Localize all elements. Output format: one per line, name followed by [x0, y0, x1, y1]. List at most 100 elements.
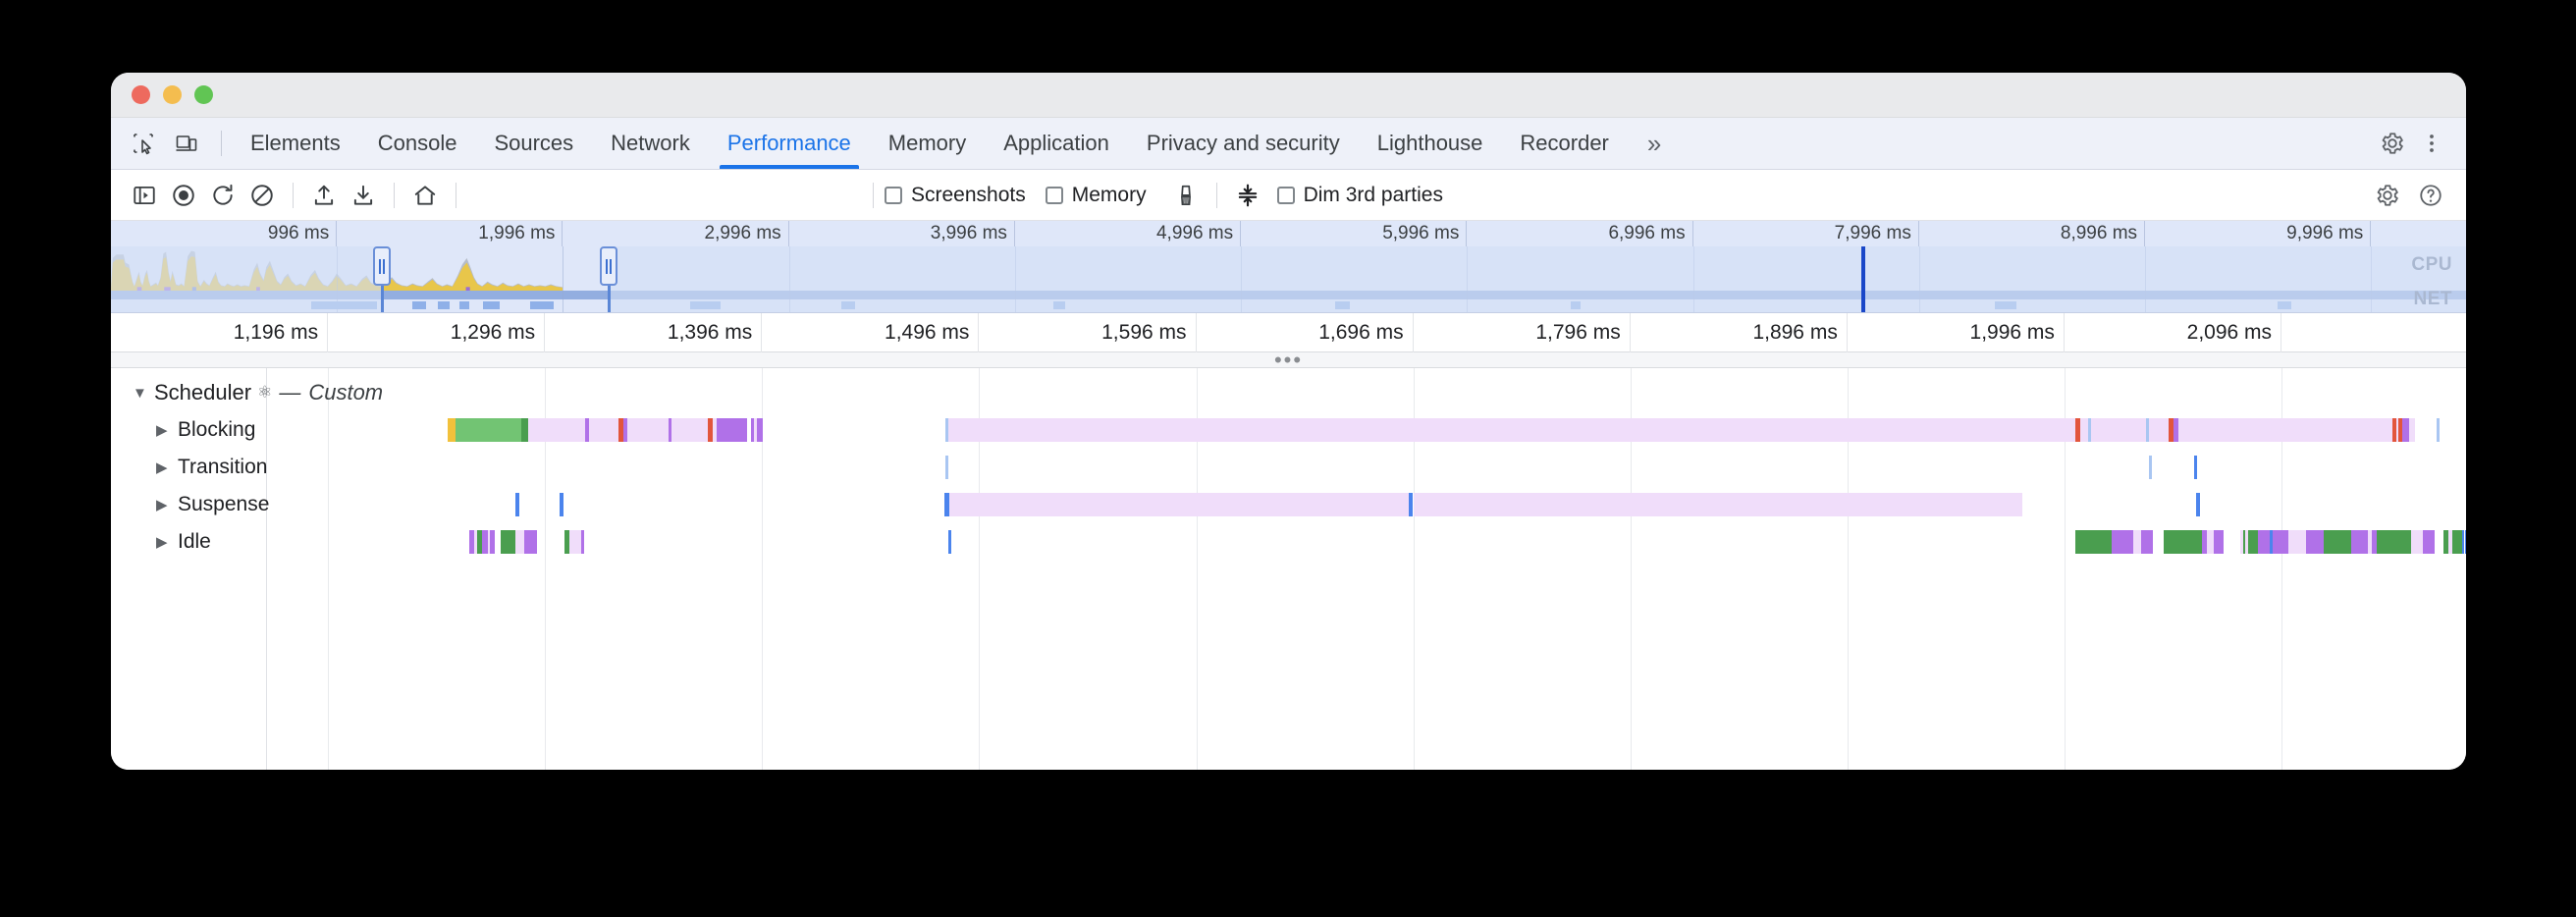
- flame-chart-bar[interactable]: [2148, 456, 2153, 479]
- flame-chart-bar[interactable]: [945, 456, 949, 479]
- tab-performance[interactable]: Performance: [709, 118, 870, 169]
- tab-sources[interactable]: Sources: [475, 118, 592, 169]
- flame-chart-bar[interactable]: [2272, 530, 2288, 554]
- flame-chart-bar[interactable]: [514, 530, 525, 554]
- tab-recorder[interactable]: Recorder: [1501, 118, 1627, 169]
- flame-chart-bar[interactable]: [580, 530, 585, 554]
- reload-and-record-icon[interactable]: [203, 177, 242, 214]
- settings-gear-icon[interactable]: [2374, 125, 2411, 162]
- flame-chart-bar[interactable]: [447, 418, 456, 442]
- tab-lighthouse[interactable]: Lighthouse: [1359, 118, 1502, 169]
- flame-chart[interactable]: ▼ Scheduler ⚛ — Custom ▶ Blocking ▶ Tran…: [111, 368, 2466, 770]
- track-group-label[interactable]: ▼ Scheduler ⚛ — Custom: [133, 374, 383, 411]
- flame-chart-bar[interactable]: [524, 530, 538, 554]
- more-tabs-icon[interactable]: »: [1628, 118, 1679, 169]
- tab-memory[interactable]: Memory: [870, 118, 985, 169]
- flame-chart-bar[interactable]: [944, 493, 950, 516]
- flame-chart-bar[interactable]: [2196, 493, 2201, 516]
- flame-chart-bar[interactable]: [2242, 530, 2246, 554]
- toggle-sidebar-icon[interactable]: [125, 177, 164, 214]
- collect-garbage-icon[interactable]: [1166, 177, 1206, 214]
- flame-chart-bar[interactable]: [627, 418, 669, 442]
- dim-3rd-parties-checkbox-box[interactable]: [1276, 186, 1295, 204]
- screenshots-checkbox-box[interactable]: [885, 186, 902, 204]
- flame-chart-bar[interactable]: [487, 530, 491, 554]
- screenshots-checkbox[interactable]: Screenshots: [885, 184, 1026, 207]
- overview-resize-handle-left[interactable]: [372, 246, 391, 286]
- flame-chart-bar[interactable]: [490, 530, 496, 554]
- flame-chart-bar[interactable]: [527, 418, 585, 442]
- flame-chart-bar[interactable]: [2448, 530, 2453, 554]
- flame-chart-bar[interactable]: [2423, 530, 2435, 554]
- track-blocking[interactable]: ▶ Blocking: [111, 411, 2466, 449]
- track-suspense-label[interactable]: ▶ Suspense: [156, 486, 269, 523]
- flame-chart-bar[interactable]: [2306, 530, 2324, 554]
- flame-chart-bar[interactable]: [2178, 418, 2392, 442]
- flame-chart-bar[interactable]: [713, 418, 717, 442]
- flame-chart-bar[interactable]: [947, 418, 2075, 442]
- flame-chart-bar[interactable]: [2214, 530, 2224, 554]
- flame-chart-bar[interactable]: [2091, 418, 2146, 442]
- close-window-button[interactable]: [132, 85, 150, 104]
- flame-chart-bar[interactable]: [515, 493, 519, 516]
- memory-checkbox-box[interactable]: [1045, 186, 1063, 204]
- flame-chart-bar[interactable]: [2088, 418, 2092, 442]
- flame-chart-bar[interactable]: [2245, 530, 2248, 554]
- device-toolbar-icon[interactable]: [168, 125, 205, 162]
- tab-network[interactable]: Network: [592, 118, 709, 169]
- flame-chart-bar[interactable]: [751, 418, 755, 442]
- overview-resize-handle-right[interactable]: [599, 246, 617, 286]
- flame-chart-bar[interactable]: [564, 530, 570, 554]
- flame-chart-bar[interactable]: [2163, 530, 2202, 554]
- flame-chart-bar[interactable]: [2398, 418, 2403, 442]
- flame-chart-bar[interactable]: [2074, 418, 2080, 442]
- flame-chart-bar[interactable]: [1408, 493, 1413, 516]
- flame-chart-bar[interactable]: [2193, 456, 2198, 479]
- collapse-tracks-icon[interactable]: [1228, 177, 1267, 214]
- flame-chart-bar[interactable]: [716, 418, 747, 442]
- load-profile-icon[interactable]: [304, 177, 344, 214]
- flame-chart-bar[interactable]: [455, 418, 521, 442]
- flame-chart-bar[interactable]: [588, 418, 619, 442]
- chevron-down-icon[interactable]: ▼: [133, 384, 147, 402]
- flame-chart-bar[interactable]: [2408, 418, 2415, 442]
- track-group-scheduler[interactable]: ▼ Scheduler ⚛ — Custom: [111, 374, 2466, 411]
- flame-chart-bar[interactable]: [2239, 530, 2243, 554]
- track-idle[interactable]: ▶ Idle: [111, 523, 2466, 561]
- flame-chart-bar[interactable]: [2436, 418, 2440, 442]
- flame-chart-bar[interactable]: [2133, 530, 2141, 554]
- flame-chart-bar[interactable]: [2169, 418, 2174, 442]
- flame-chart-bar[interactable]: [2075, 530, 2113, 554]
- zoom-window-button[interactable]: [194, 85, 213, 104]
- flame-chart-bar[interactable]: [2391, 418, 2396, 442]
- chevron-right-icon[interactable]: ▶: [156, 459, 168, 476]
- flame-chart-bar[interactable]: [949, 493, 1409, 516]
- flame-chart-bar[interactable]: [2443, 530, 2449, 554]
- flame-chart-bar[interactable]: [708, 418, 714, 442]
- flame-chart-bar[interactable]: [2367, 530, 2372, 554]
- minimize-window-button[interactable]: [163, 85, 182, 104]
- flame-chart-bar[interactable]: [584, 418, 589, 442]
- inspect-element-icon[interactable]: [125, 125, 162, 162]
- flame-chart-bar[interactable]: [1414, 493, 2023, 516]
- flame-chart-bar[interactable]: [756, 418, 764, 442]
- flame-chart-bar[interactable]: [560, 493, 564, 516]
- flame-chart-bar[interactable]: [2350, 530, 2368, 554]
- flame-chart-bar[interactable]: [2410, 530, 2424, 554]
- flame-chart-bar[interactable]: [2112, 530, 2134, 554]
- flame-chart-bar[interactable]: [481, 530, 488, 554]
- flame-chart-bar[interactable]: [476, 530, 482, 554]
- flame-chart-bar[interactable]: [671, 418, 709, 442]
- flame-chart-bar[interactable]: [2376, 530, 2411, 554]
- tab-application[interactable]: Application: [985, 118, 1128, 169]
- flame-chart-bar[interactable]: [948, 530, 952, 554]
- flame-chart-bar[interactable]: [623, 418, 628, 442]
- flame-chart-bar[interactable]: [618, 418, 624, 442]
- dim-3rd-parties-checkbox[interactable]: Dim 3rd parties: [1276, 184, 1443, 207]
- flame-chart-bar[interactable]: [501, 530, 515, 554]
- flame-chart-bar[interactable]: [2201, 530, 2208, 554]
- flame-chart-bar[interactable]: [2207, 530, 2215, 554]
- help-icon[interactable]: [2411, 177, 2450, 214]
- chevron-right-icon[interactable]: ▶: [156, 534, 168, 551]
